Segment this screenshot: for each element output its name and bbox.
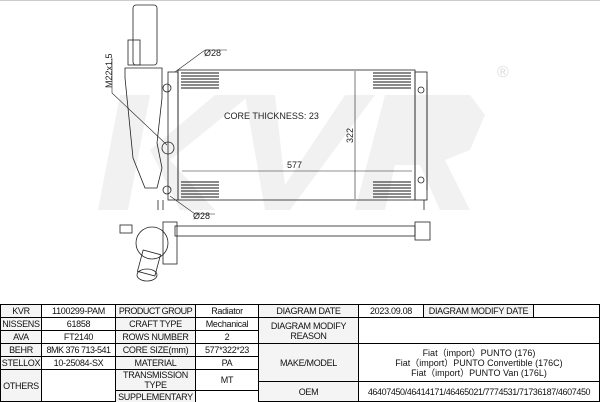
registered-mark: ® xyxy=(497,64,509,81)
make-model-label: MAKE/MODEL xyxy=(258,343,359,382)
modify-reason-value xyxy=(358,317,600,344)
modify-date-label: DIAGRAM MODIFY DATE xyxy=(423,304,534,318)
core-size-value: 577*322*23 xyxy=(195,343,259,357)
core-size-label: CORE SIZE(mm) xyxy=(115,343,196,357)
product-group-value: Radiator xyxy=(195,304,259,318)
core-thickness-label: CORE THICKNESS: 23 xyxy=(224,111,319,121)
behr-value: 8MK 376 713-541 xyxy=(41,343,116,357)
bottom-pipe-diameter: Ø28 xyxy=(193,211,210,221)
craft-type-label: CRAFT TYPE xyxy=(115,317,196,331)
thread-size: M22x1.5 xyxy=(104,53,114,88)
stellox-value: 10-25084-SX xyxy=(41,356,116,370)
kvr-label: KVR xyxy=(0,304,42,318)
dimension-lines xyxy=(111,49,412,215)
rows-number-label: ROWS NUMBER xyxy=(115,330,196,344)
diagram-date-label: DIAGRAM DATE xyxy=(258,304,359,318)
bottom-view xyxy=(119,221,431,282)
others-value xyxy=(41,369,116,402)
ava-label: AVA xyxy=(0,330,42,344)
rows-number-value: 2 xyxy=(195,330,259,344)
material-value: PA xyxy=(195,356,259,370)
watermark-logo xyxy=(98,95,485,210)
ava-value: FT2140 xyxy=(41,330,116,344)
oem-label: OEM xyxy=(258,381,359,402)
radiator-drawing: CORE THICKNESS: 23 577 322 Ø28 Ø28 M22x1… xyxy=(104,4,431,282)
make-model-item: Fiat（import）PUNTO Convertible (176C) xyxy=(395,357,563,368)
width-dimension: 577 xyxy=(287,160,302,170)
supplementary-value xyxy=(195,390,259,402)
height-dimension: 322 xyxy=(345,128,355,143)
modify-date-value xyxy=(533,304,600,318)
oem-value: 46407450/46414171/46465021/7774531/71736… xyxy=(358,381,600,402)
left-tank xyxy=(124,4,179,210)
core xyxy=(177,69,416,201)
craft-type-value: Mechanical xyxy=(195,317,259,331)
others-label: OTHERS xyxy=(0,369,42,402)
nissens-label: NISSENS xyxy=(0,317,42,331)
diagram-date-value: 2023.09.08 xyxy=(358,304,424,318)
stellox-label: STELLOX xyxy=(0,356,42,370)
nissens-value: 61858 xyxy=(41,317,116,331)
top-pipe-diameter: Ø28 xyxy=(204,48,221,58)
transmission-label: TRANSMISSION TYPE xyxy=(115,369,196,391)
make-model-list: Fiat（import）PUNTO (176) Fiat（import）PUNT… xyxy=(358,343,600,382)
right-tank xyxy=(414,71,428,210)
product-group-label: PRODUCT GROUP xyxy=(115,304,196,318)
divider xyxy=(0,0,600,1)
supplementary-label: SUPPLEMENTARY xyxy=(115,390,196,402)
kvr-value: 1100299-PAM xyxy=(41,304,116,318)
behr-label: BEHR xyxy=(0,343,42,357)
material-label: MATERIAL xyxy=(115,356,196,370)
make-model-item: Fiat（import）PUNTO (176) xyxy=(422,347,536,358)
modify-reason-label: DIAGRAM MODIFY REASON xyxy=(258,317,359,344)
transmission-value: MT xyxy=(195,369,259,391)
make-model-item: Fiat（import）PUNTO Van (176L) xyxy=(411,367,547,378)
